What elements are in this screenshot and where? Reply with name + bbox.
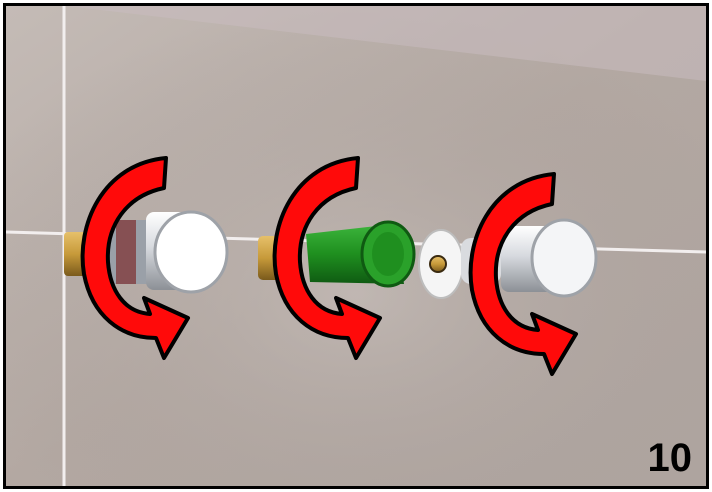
instruction-illustration-frame: 10 (3, 3, 709, 489)
instruction-illustration (6, 6, 706, 486)
step-number: 10 (648, 438, 693, 478)
